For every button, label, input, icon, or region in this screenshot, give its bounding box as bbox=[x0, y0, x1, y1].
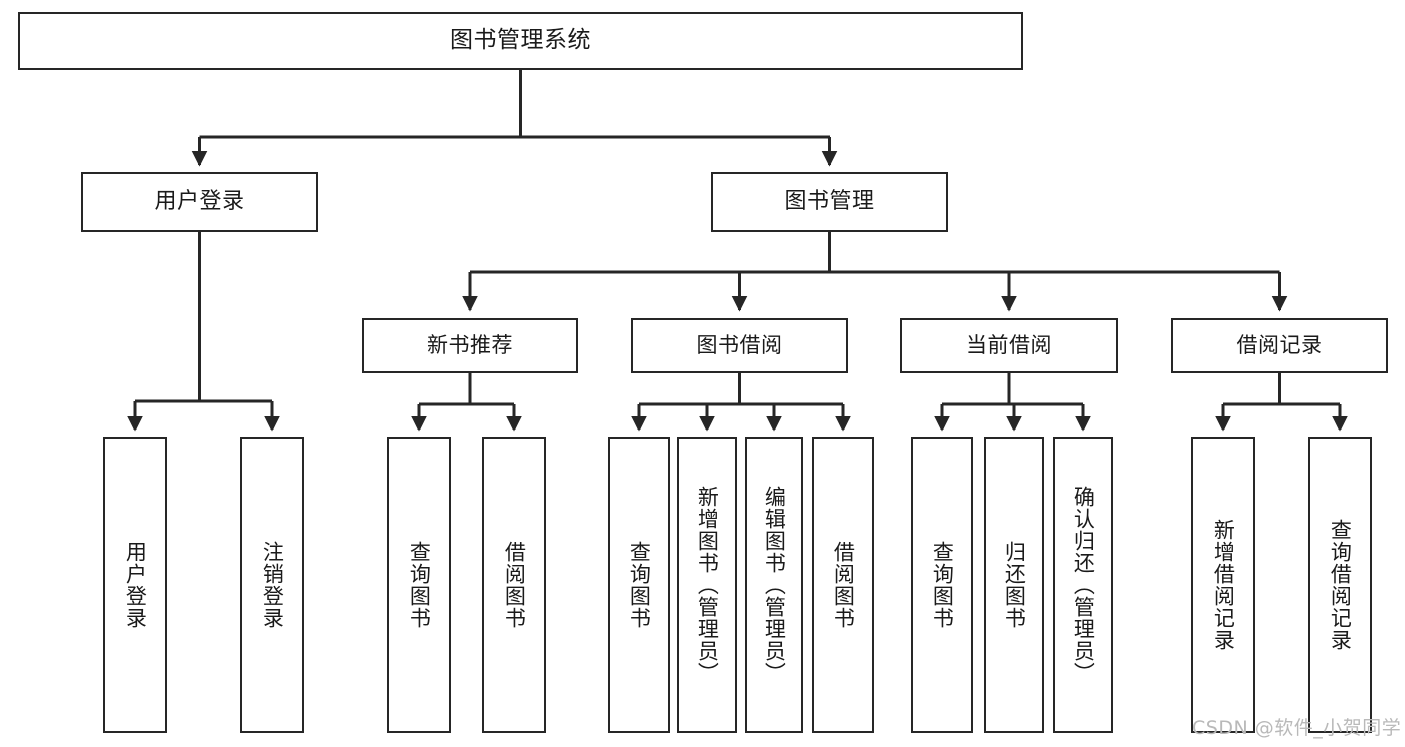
node-current-borrow-label: 当前借阅 bbox=[966, 333, 1052, 358]
node-new-book-recommend[interactable]: 新书推荐 bbox=[362, 318, 578, 373]
node-book-borrow[interactable]: 图书借阅 bbox=[631, 318, 848, 373]
node-book-borrow-label: 图书借阅 bbox=[696, 333, 783, 358]
leaf-confirm-return-admin-label: 确认归还（管理员） bbox=[1071, 486, 1096, 684]
node-user-login-label: 用户登录 bbox=[154, 189, 245, 215]
node-user-login[interactable]: 用户登录 bbox=[81, 172, 318, 232]
leaf-logout-label: 注销登录 bbox=[260, 541, 285, 629]
leaf-query-book-new-book-label: 查询图书 bbox=[407, 541, 432, 629]
leaf-add-borrow-record[interactable]: 新增借阅记录 bbox=[1191, 437, 1255, 733]
node-root[interactable]: 图书管理系统 bbox=[18, 12, 1023, 70]
leaf-add-book-admin[interactable]: 新增图书（管理员） bbox=[677, 437, 737, 733]
node-borrow-record-label: 借阅记录 bbox=[1236, 333, 1323, 358]
leaf-query-borrow-record[interactable]: 查询借阅记录 bbox=[1308, 437, 1372, 733]
node-new-book-recommend-label: 新书推荐 bbox=[427, 333, 513, 358]
node-borrow-record[interactable]: 借阅记录 bbox=[1171, 318, 1388, 373]
leaf-user-login[interactable]: 用户登录 bbox=[103, 437, 167, 733]
leaf-return-book-label: 归还图书 bbox=[1002, 541, 1027, 629]
node-book-management[interactable]: 图书管理 bbox=[711, 172, 948, 232]
node-book-management-label: 图书管理 bbox=[784, 189, 875, 215]
leaf-borrow-book-new-book[interactable]: 借阅图书 bbox=[482, 437, 546, 733]
leaf-edit-book-admin-label: 编辑图书（管理员） bbox=[762, 486, 787, 684]
leaf-query-book-borrow[interactable]: 查询图书 bbox=[608, 437, 670, 733]
leaf-edit-book-admin[interactable]: 编辑图书（管理员） bbox=[745, 437, 803, 733]
leaf-confirm-return-admin[interactable]: 确认归还（管理员） bbox=[1053, 437, 1113, 733]
leaf-return-book[interactable]: 归还图书 bbox=[984, 437, 1044, 733]
node-current-borrow[interactable]: 当前借阅 bbox=[900, 318, 1118, 373]
leaf-borrow-book-label: 借阅图书 bbox=[831, 541, 856, 629]
leaf-logout[interactable]: 注销登录 bbox=[240, 437, 304, 733]
leaf-add-borrow-record-label: 新增借阅记录 bbox=[1211, 519, 1236, 651]
node-root-label: 图书管理系统 bbox=[450, 27, 591, 54]
leaf-query-book-current-label: 查询图书 bbox=[930, 541, 955, 629]
leaf-query-borrow-record-label: 查询借阅记录 bbox=[1328, 519, 1353, 651]
leaf-borrow-book-new-book-label: 借阅图书 bbox=[502, 541, 527, 629]
leaf-user-login-label: 用户登录 bbox=[123, 541, 148, 629]
leaf-query-book-current[interactable]: 查询图书 bbox=[911, 437, 973, 733]
leaf-query-book-new-book[interactable]: 查询图书 bbox=[387, 437, 451, 733]
leaf-add-book-admin-label: 新增图书（管理员） bbox=[695, 486, 720, 684]
leaf-borrow-book[interactable]: 借阅图书 bbox=[812, 437, 874, 733]
leaf-query-book-borrow-label: 查询图书 bbox=[627, 541, 652, 629]
